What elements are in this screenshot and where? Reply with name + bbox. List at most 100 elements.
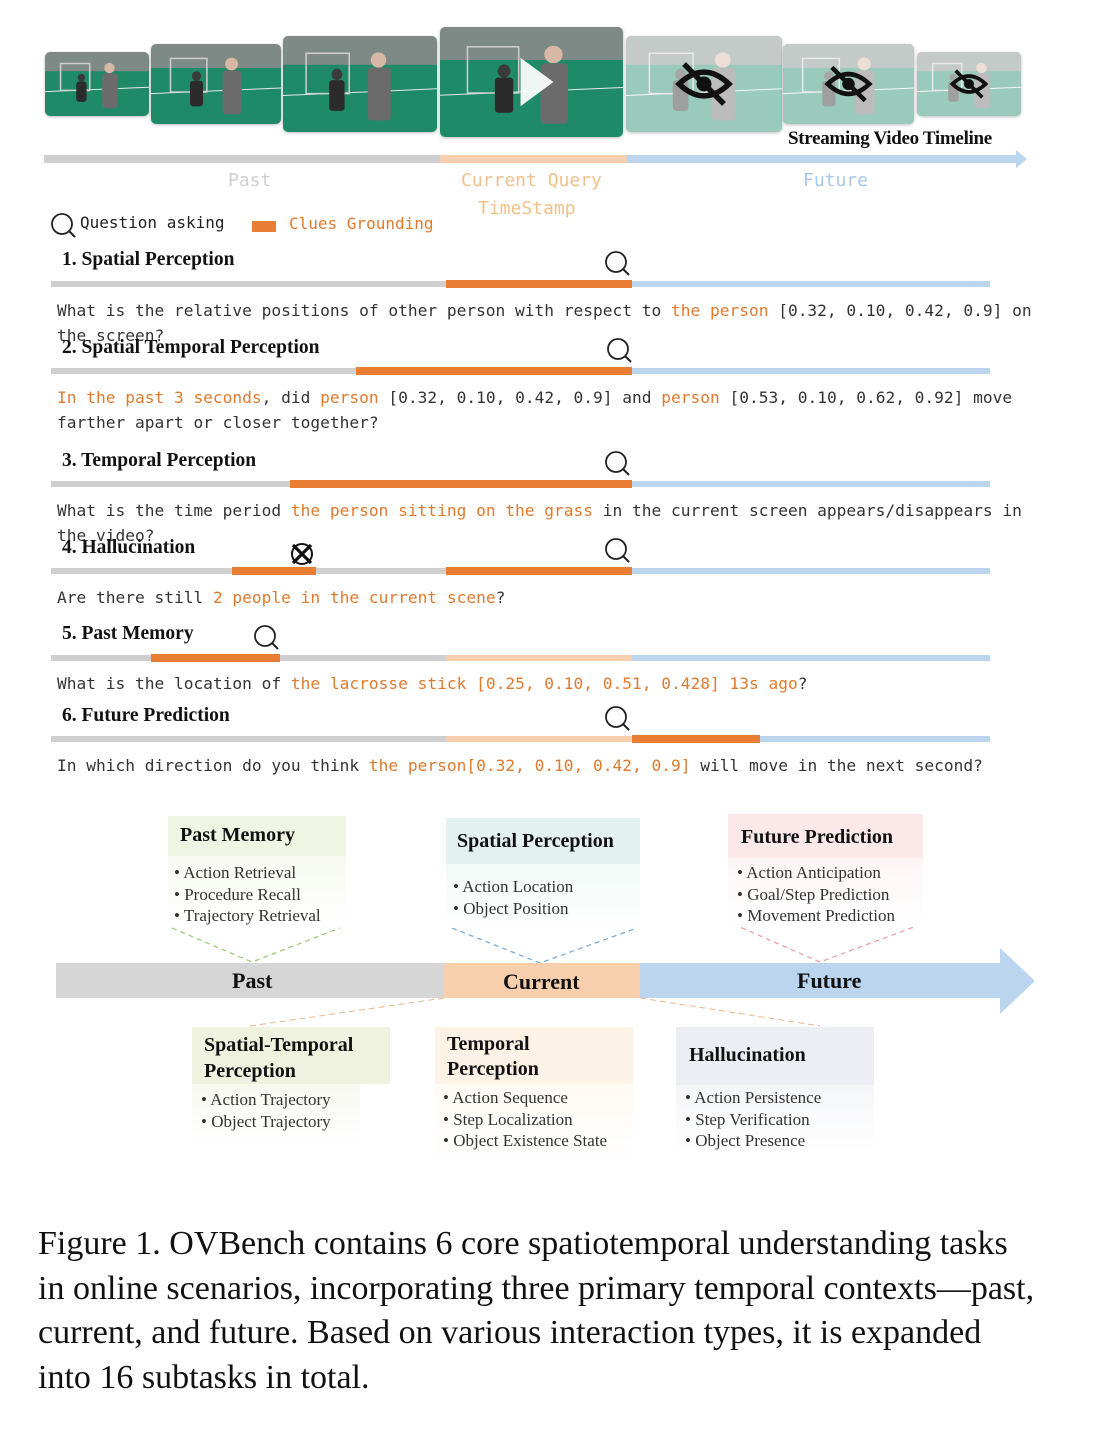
- past-memory-list: Action Retrieval Procedure Recall Trajec…: [174, 862, 346, 927]
- list-item: Object Presence: [685, 1130, 874, 1152]
- magnifier-icon: [254, 625, 279, 650]
- past-memory-box: Past Memory Action Retrieval Procedure R…: [168, 816, 346, 928]
- highlighted-clue: the person sitting on the grass: [290, 501, 594, 520]
- past-connector: [171, 927, 341, 963]
- task-question: What is the time period the person sitti…: [57, 498, 1042, 548]
- clue-swatch: [252, 221, 276, 232]
- hallucination-title: Hallucination: [689, 1044, 806, 1066]
- list-item: Action Anticipation: [737, 862, 923, 884]
- list-item: Trajectory Retrieval: [174, 905, 346, 927]
- axis-past-segment: [56, 963, 444, 998]
- legend-question-label: Question asking: [80, 213, 225, 232]
- task-question: What is the relative positions of other …: [57, 298, 1042, 348]
- current-label: Current Query: [461, 170, 602, 191]
- question-text: [0.53, 0.10, 0.62, 0.92] move farther ap…: [57, 388, 1022, 432]
- task-timeline: [51, 735, 990, 743]
- timeline-title: Streaming Video Timeline: [788, 128, 992, 149]
- temporal-title-2: Perception: [447, 1058, 539, 1080]
- current-connector: [451, 927, 638, 964]
- hallucination-box: Hallucination Action Persistence Step Ve…: [676, 1027, 874, 1153]
- question-text: in the current screen appears/disappears…: [57, 501, 1032, 545]
- future-segment: [632, 481, 990, 487]
- spatial-perception-box: Spatial Perception Action Location Objec…: [446, 818, 640, 928]
- clue-segment: [632, 735, 760, 743]
- question-text: Are there still: [57, 588, 213, 607]
- list-item: Object Trajectory: [201, 1111, 360, 1133]
- axis-current-label: Current: [503, 969, 580, 994]
- question-text: [0.32, 0.10, 0.42, 0.9] and: [378, 388, 662, 407]
- list-item: Action Sequence: [443, 1087, 633, 1109]
- task-title: 5. Past Memory: [62, 623, 194, 644]
- temporal-list: Action Sequence Step Localization Object…: [443, 1087, 633, 1152]
- eye-off-icon: [824, 65, 873, 103]
- category-diagram: [56, 923, 1035, 1027]
- future-label: Future: [803, 170, 869, 191]
- list-item: Action Persistence: [685, 1087, 874, 1109]
- spatial-temporal-title-2: Perception: [204, 1060, 296, 1082]
- past-memory-title: Past Memory: [180, 824, 295, 846]
- timeline-arrowhead: [1016, 150, 1027, 168]
- clue-segment: [151, 654, 280, 662]
- spatial-perception-title: Spatial Perception: [457, 830, 614, 852]
- lower-connector-right: [639, 997, 821, 1027]
- spatial-temporal-box: Spatial-Temporal Perception Action Traje…: [192, 1027, 390, 1143]
- task-timeline: [51, 480, 990, 488]
- video-frame: [626, 36, 782, 132]
- clue-segment: [290, 480, 632, 488]
- highlighted-clue: person: [661, 388, 720, 407]
- clue-segment: [356, 367, 632, 375]
- temporal-title-1: Temporal: [447, 1033, 530, 1055]
- task-question: Are there still 2 people in the current …: [57, 585, 1042, 610]
- eye-off-icon: [675, 62, 733, 106]
- future-segment: [632, 655, 990, 661]
- axis-arrowhead: [1000, 948, 1035, 1014]
- highlighted-clue: 2 people in the current scene: [212, 588, 496, 607]
- list-item: Action Location: [453, 876, 640, 898]
- question-text: What is the time period: [57, 501, 291, 520]
- future-segment: [627, 155, 1019, 163]
- task-timeline: [51, 654, 990, 662]
- list-item: Movement Prediction: [737, 905, 923, 927]
- question-text: will move in the next second?: [690, 756, 983, 775]
- clue-segment: [446, 280, 632, 288]
- list-item: Step Localization: [443, 1109, 633, 1131]
- future-segment: [632, 736, 990, 742]
- task-title: 6. Future Prediction: [62, 705, 230, 726]
- clue-segment: [232, 567, 316, 575]
- question-text: What is the location of: [57, 674, 291, 693]
- hallucination-list: Action Persistence Step Verification Obj…: [685, 1087, 874, 1152]
- task-timeline: [51, 280, 990, 288]
- highlighted-clue: person: [320, 388, 379, 407]
- question-text: ?: [495, 588, 506, 607]
- task-question: In the past 3 seconds, did person [0.32,…: [57, 385, 1042, 435]
- past-label: Past: [228, 170, 272, 191]
- current-segment: [446, 736, 632, 742]
- highlighted-clue: the lacrosse stick: [290, 674, 467, 693]
- list-item: Procedure Recall: [174, 884, 346, 906]
- spatial-temporal-list: Action Trajectory Object Trajectory: [201, 1089, 360, 1132]
- timestamp-label: TimeStamp: [478, 198, 576, 219]
- past-segment: [51, 481, 446, 487]
- task-title: 1. Spatial Perception: [62, 249, 235, 270]
- axis-future-segment: [640, 963, 1002, 998]
- highlighted-clue: [0.32, 0.10, 0.42, 0.9]: [466, 756, 691, 775]
- future-segment: [632, 281, 990, 287]
- temporal-perception-box: Temporal Perception Action Sequence Step…: [435, 1027, 633, 1165]
- figure-caption: Figure 1. OVBench contains 6 core spatio…: [38, 1225, 1035, 1396]
- video-frame: [783, 44, 914, 124]
- lower-connector-left: [249, 997, 445, 1027]
- future-segment: [632, 368, 990, 374]
- video-frame: [440, 27, 623, 137]
- highlighted-clue: the person: [670, 301, 769, 320]
- magnifier-icon: [605, 251, 630, 276]
- clue-segment: [446, 567, 632, 575]
- current-segment: [440, 155, 627, 163]
- magnifier-icon: [605, 538, 630, 563]
- past-segment: [44, 155, 440, 163]
- spatial-perception-list: Action Location Object Position: [453, 876, 640, 919]
- list-item: Step Verification: [685, 1109, 874, 1131]
- future-segment: [632, 568, 990, 574]
- past-segment: [51, 281, 446, 287]
- list-item: Action Retrieval: [174, 862, 346, 884]
- future-prediction-list: Action Anticipation Goal/Step Prediction…: [737, 862, 923, 927]
